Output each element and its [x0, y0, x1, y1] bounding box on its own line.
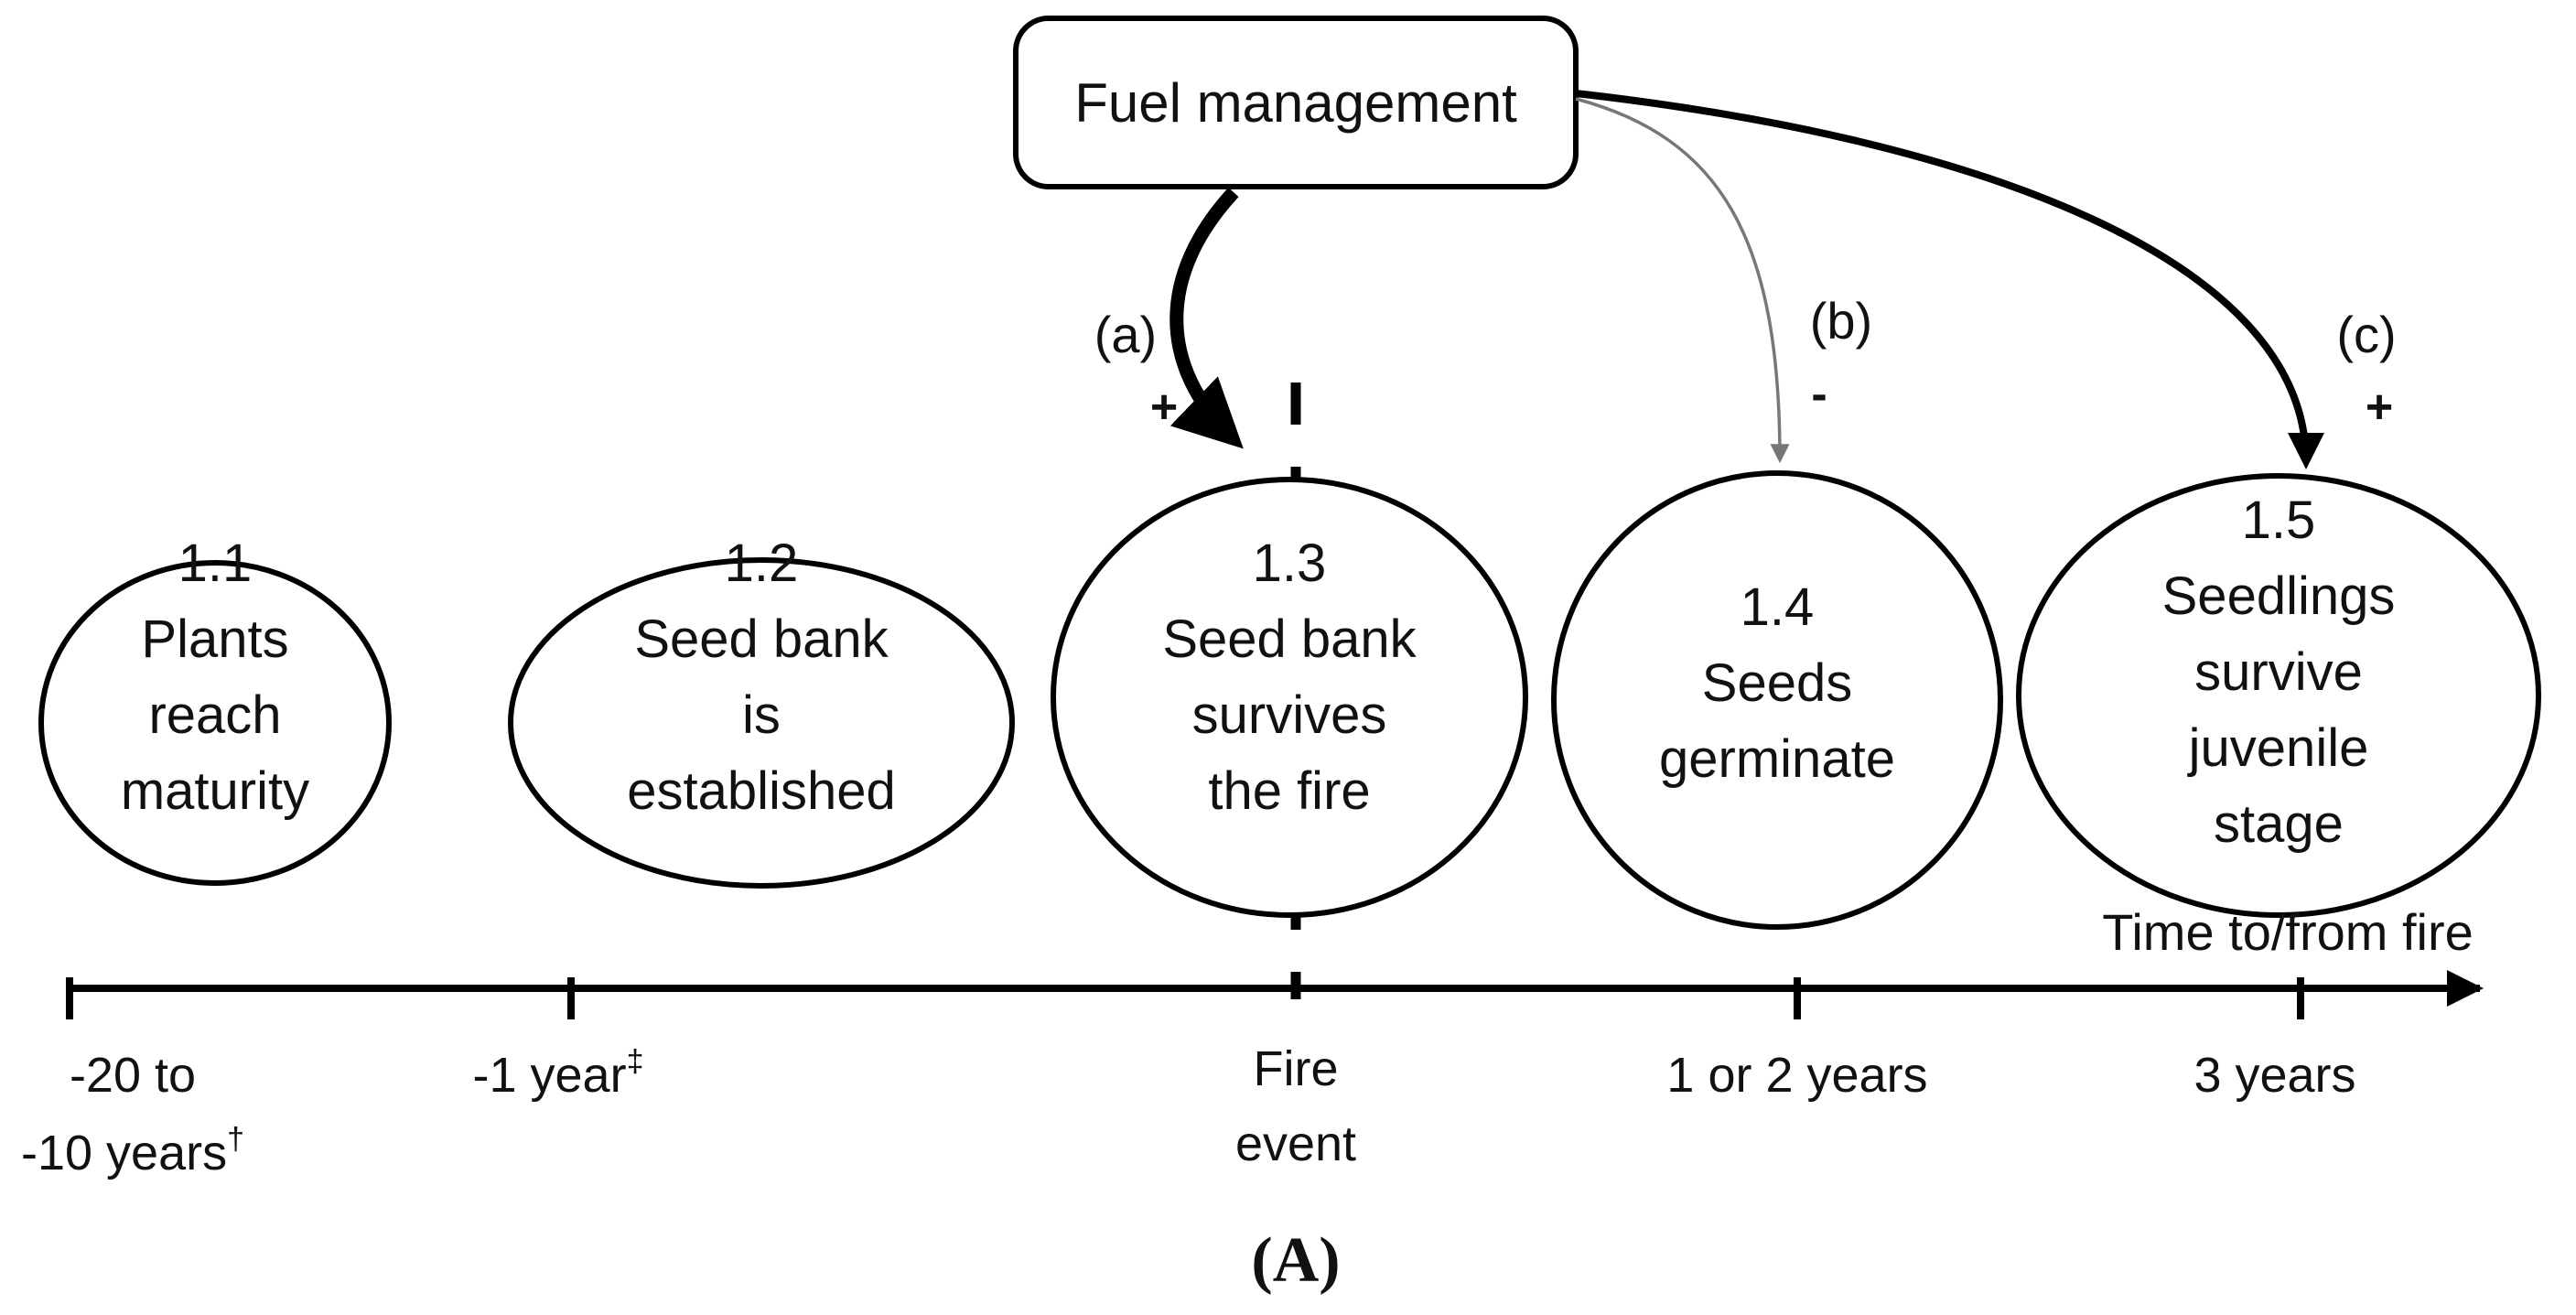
- stage-text-line: Seed bank: [634, 609, 889, 669]
- stage-ellipse: [1551, 470, 2003, 930]
- effect-arrow-c: [1575, 90, 2324, 469]
- tick-label-4: 3 years: [2193, 1048, 2355, 1103]
- tick-label-0-line1: -20 to: [70, 1048, 196, 1103]
- stage-text-line: Seedlings: [2162, 566, 2396, 626]
- tick-label-1: -1 year‡: [473, 1044, 644, 1103]
- stage-text-line: reach: [148, 685, 281, 745]
- effect-sign-b: -: [1811, 368, 1827, 421]
- stage-text-line: Seeds: [1702, 653, 1852, 713]
- stage-ellipse: [1051, 477, 1528, 918]
- stage-number: 1.5: [2242, 490, 2316, 550]
- time-axis: Time to/from fire: [66, 903, 2484, 1019]
- tick-label-0-line2: -10 years†: [21, 1122, 244, 1180]
- effect-sign-c: +: [2366, 381, 2393, 434]
- tick-label-2-line2: event: [1235, 1116, 1356, 1171]
- stage-number: 1.1: [178, 534, 253, 593]
- stage-ellipse: [38, 560, 392, 886]
- stage-text-line: stage: [2214, 794, 2344, 854]
- stage-ellipse: [508, 557, 1015, 889]
- tick-label-2-line1: Fire: [1254, 1041, 1339, 1096]
- effect-label-a: (a): [1094, 306, 1157, 363]
- stage-ellipse: [2016, 473, 2541, 918]
- stage-number: 1.4: [1741, 577, 1815, 637]
- effect-label-c: (c): [2336, 306, 2396, 363]
- stage-text-line: maturity: [121, 761, 309, 821]
- stage-number: 1.2: [725, 534, 799, 593]
- stage-number: 1.3: [1253, 534, 1327, 593]
- stage-text-line: the fire: [1208, 761, 1370, 821]
- effect-arrow-a: [1169, 187, 1244, 449]
- stage-text-line: survive: [2194, 642, 2363, 702]
- effect-sign-a: +: [1150, 381, 1178, 434]
- effect-arrow-b: [1575, 97, 1790, 464]
- stage-text-line: is: [742, 685, 781, 745]
- figure-label: (A): [1251, 1225, 1340, 1296]
- fuel-management-box: Fuel management: [1013, 16, 1579, 189]
- stage-text-line: Plants: [141, 609, 288, 669]
- stage-text-line: established: [627, 761, 895, 821]
- stage-text-line: germinate: [1659, 729, 1895, 789]
- stage-text-line: survives: [1192, 685, 1387, 745]
- effect-label-b: (b): [1810, 292, 1872, 350]
- stage-text-line: Seed bank: [1162, 609, 1417, 669]
- axis-title: Time to/from fire: [2102, 903, 2474, 961]
- fuel-management-label: Fuel management: [1074, 72, 1517, 134]
- stage-text-line: juvenile: [2187, 718, 2369, 778]
- tick-label-3: 1 or 2 years: [1666, 1048, 1927, 1103]
